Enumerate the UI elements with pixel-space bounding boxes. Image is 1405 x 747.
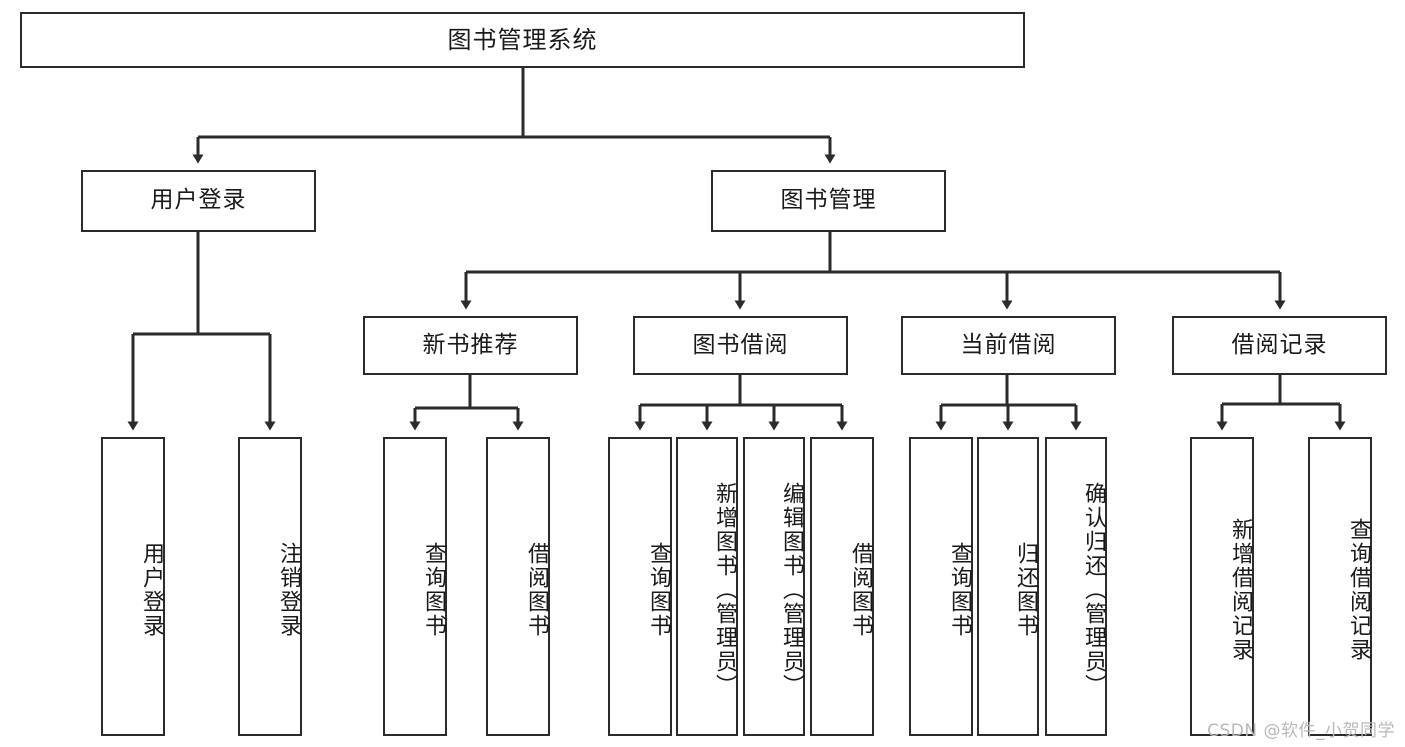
node-leaf-add-book-label: 新增图书（管理员） bbox=[712, 481, 737, 698]
node-book-borrow[interactable]: 图书借阅 bbox=[633, 316, 848, 375]
node-leaf-return-book-label: 归还图书 bbox=[1013, 541, 1038, 638]
node-leaf-query-book-1-label: 查询图书 bbox=[421, 541, 446, 638]
node-leaf-query-book-3[interactable]: 查询图书 bbox=[909, 437, 973, 736]
node-leaf-borrow-book-1[interactable]: 借阅图书 bbox=[486, 437, 550, 736]
node-leaf-user-logout-label: 注销登录 bbox=[276, 541, 301, 638]
node-leaf-add-record-label: 新增借阅记录 bbox=[1228, 517, 1253, 662]
node-leaf-borrow-book-2[interactable]: 借阅图书 bbox=[810, 437, 874, 736]
node-leaf-add-record[interactable]: 新增借阅记录 bbox=[1190, 437, 1254, 736]
node-leaf-query-record-label: 查询借阅记录 bbox=[1346, 517, 1371, 662]
node-leaf-confirm-return[interactable]: 确认归还（管理员） bbox=[1045, 437, 1107, 736]
node-leaf-query-book-2[interactable]: 查询图书 bbox=[608, 437, 672, 736]
node-leaf-user-logout[interactable]: 注销登录 bbox=[238, 437, 302, 736]
node-leaf-query-book-1[interactable]: 查询图书 bbox=[383, 437, 447, 736]
node-leaf-edit-book[interactable]: 编辑图书（管理员） bbox=[743, 437, 805, 736]
node-new-book-rec-label: 新书推荐 bbox=[422, 331, 519, 358]
node-book-manage-label: 图书管理 bbox=[780, 187, 877, 214]
node-root[interactable]: 图书管理系统 bbox=[20, 12, 1025, 68]
node-borrow-record[interactable]: 借阅记录 bbox=[1172, 316, 1387, 375]
node-user-login-label: 用户登录 bbox=[150, 187, 247, 214]
node-borrow-record-label: 借阅记录 bbox=[1231, 331, 1328, 358]
node-book-borrow-label: 图书借阅 bbox=[692, 331, 789, 358]
node-leaf-user-login[interactable]: 用户登录 bbox=[101, 437, 165, 736]
node-leaf-add-book[interactable]: 新增图书（管理员） bbox=[676, 437, 738, 736]
node-current-borrow[interactable]: 当前借阅 bbox=[901, 316, 1116, 375]
node-leaf-return-book[interactable]: 归还图书 bbox=[977, 437, 1039, 736]
node-leaf-confirm-return-label: 确认归还（管理员） bbox=[1081, 481, 1106, 698]
node-root-label: 图书管理系统 bbox=[447, 25, 598, 54]
watermark: CSDN @软件_小贺同学 bbox=[1207, 721, 1395, 741]
node-new-book-rec[interactable]: 新书推荐 bbox=[363, 316, 578, 375]
node-leaf-borrow-book-1-label: 借阅图书 bbox=[524, 541, 549, 638]
node-leaf-borrow-book-2-label: 借阅图书 bbox=[848, 541, 873, 638]
node-leaf-user-login-label: 用户登录 bbox=[139, 541, 164, 638]
node-leaf-query-book-3-label: 查询图书 bbox=[947, 541, 972, 638]
node-user-login[interactable]: 用户登录 bbox=[81, 170, 316, 232]
node-book-manage[interactable]: 图书管理 bbox=[711, 170, 946, 232]
node-leaf-query-book-2-label: 查询图书 bbox=[646, 541, 671, 638]
node-leaf-edit-book-label: 编辑图书（管理员） bbox=[779, 481, 804, 698]
node-leaf-query-record[interactable]: 查询借阅记录 bbox=[1308, 437, 1372, 736]
node-current-borrow-label: 当前借阅 bbox=[960, 331, 1057, 358]
